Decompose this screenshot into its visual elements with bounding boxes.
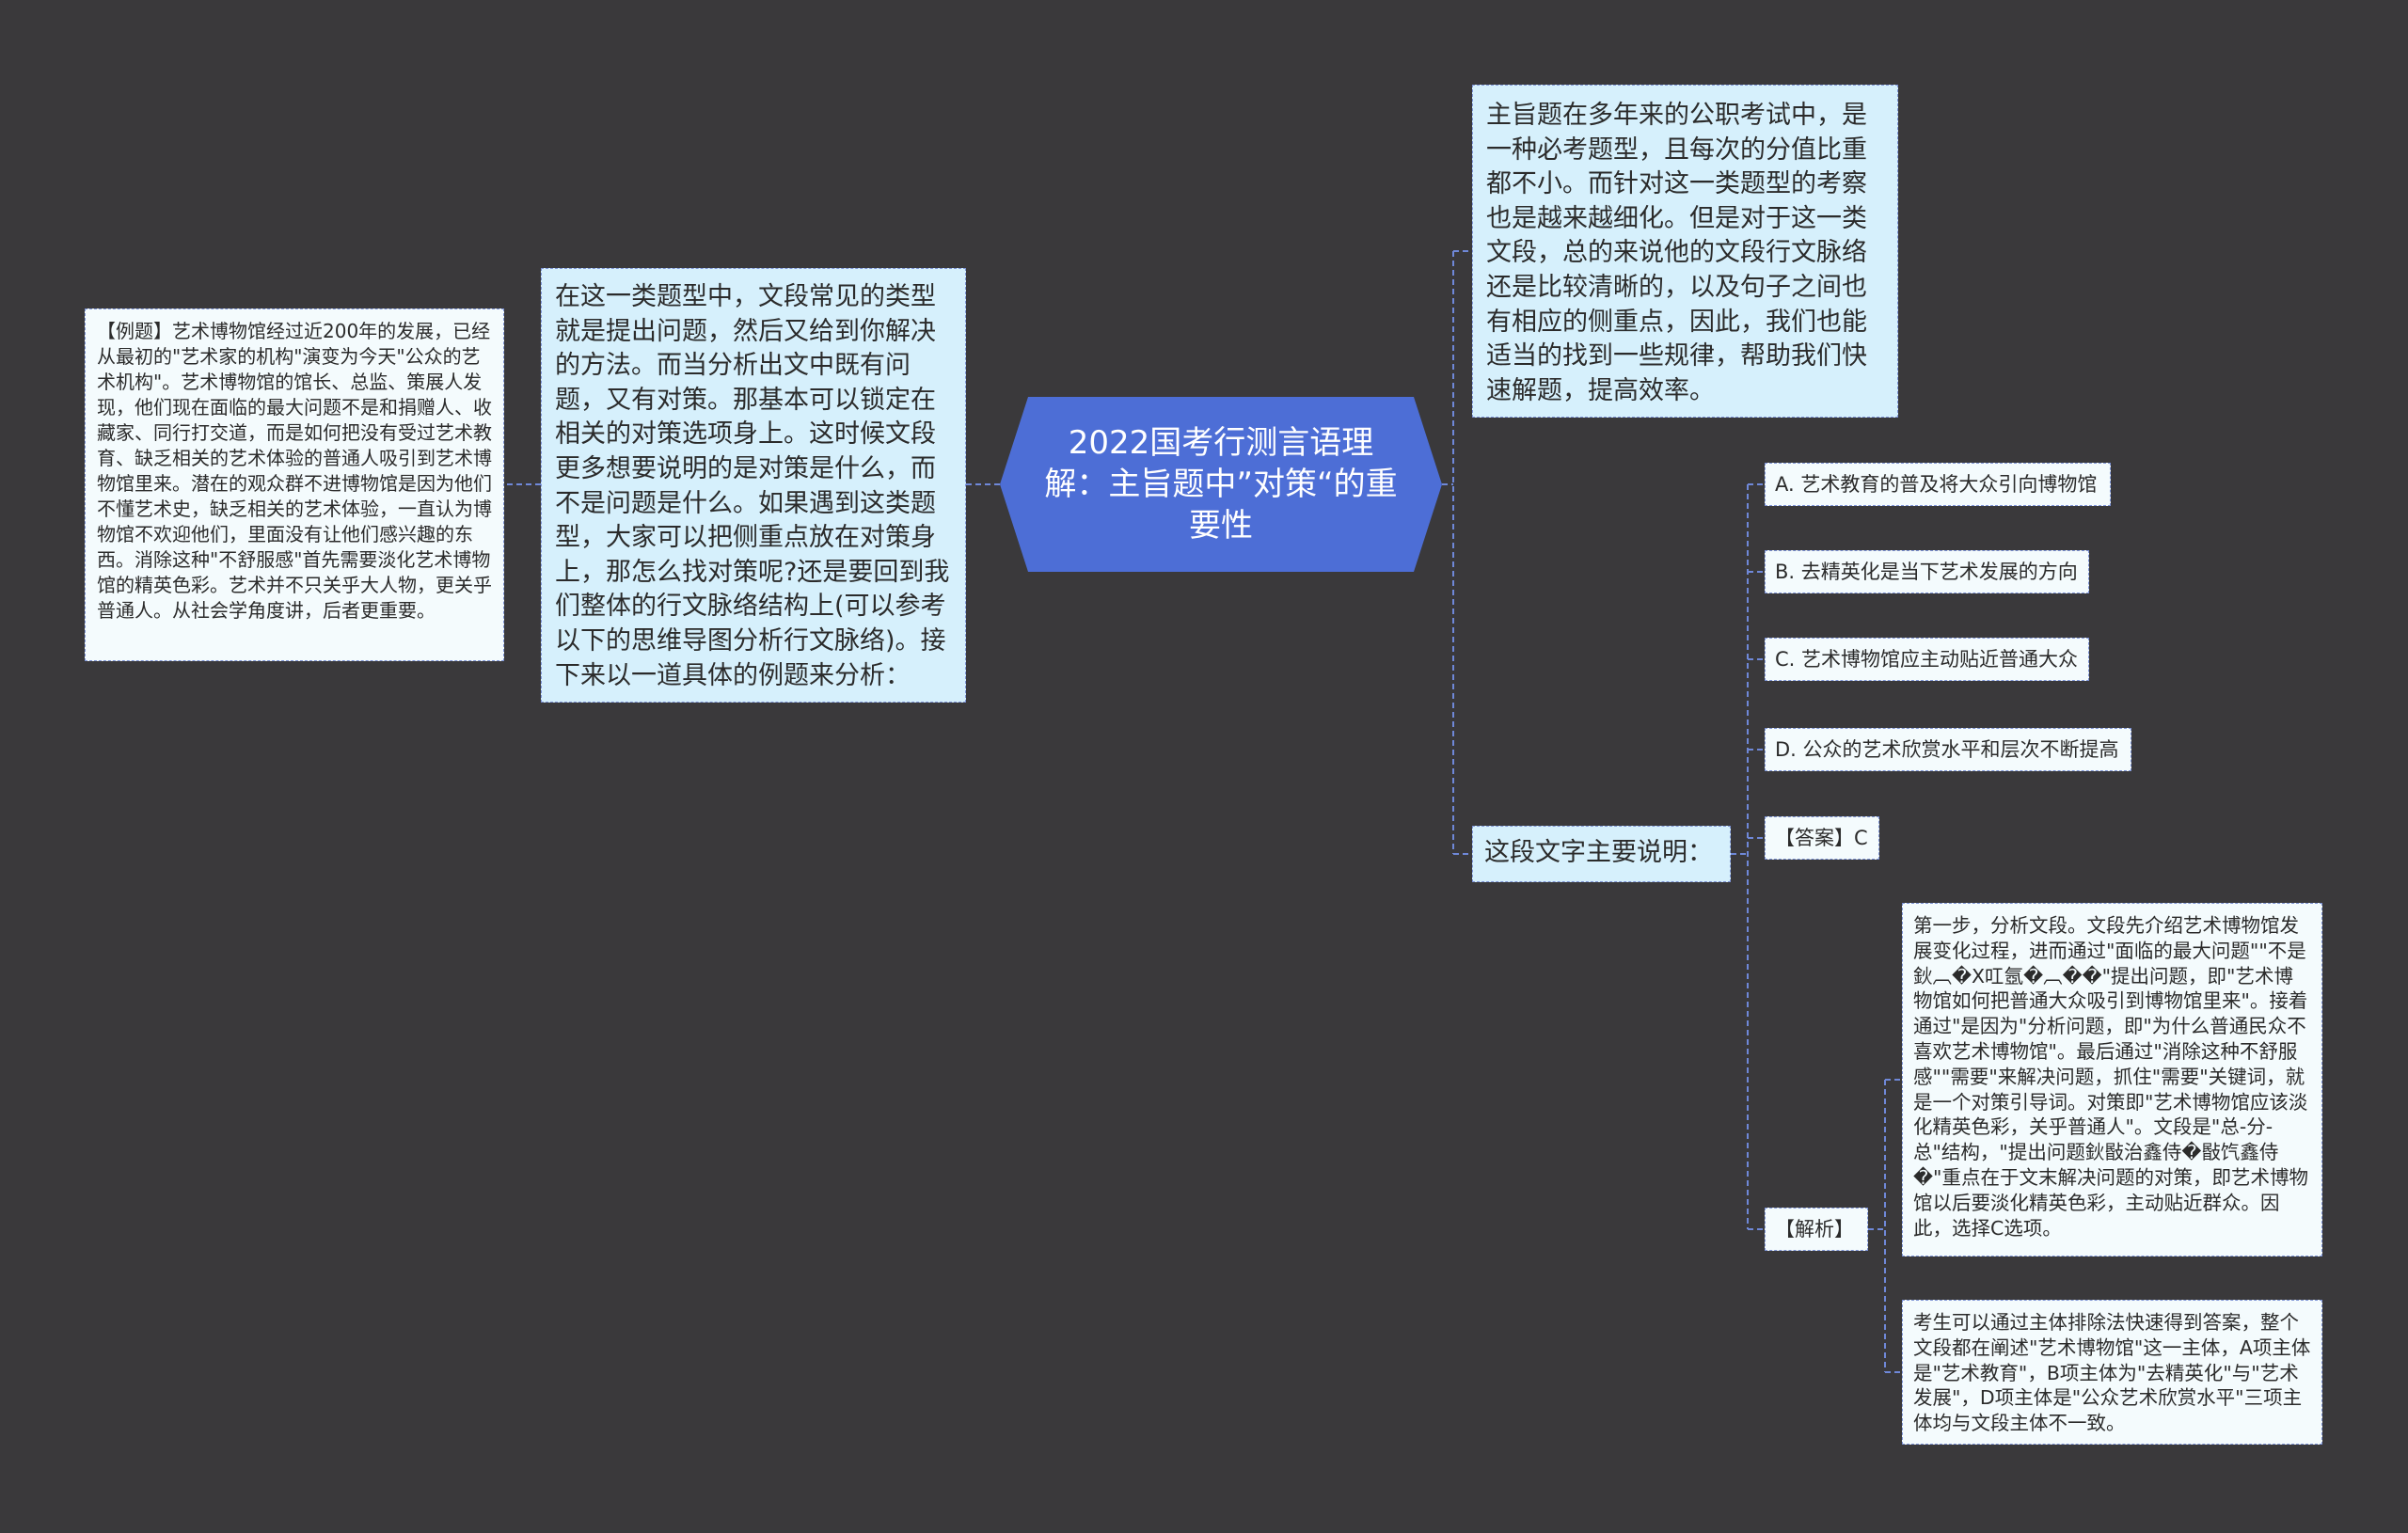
root-topic[interactable]: 2022国考行测言语理解：主旨题中”对策“的重要性 (1000, 397, 1442, 572)
node-option-b[interactable]: B. 去精英化是当下艺术发展的方向 (1765, 550, 2089, 593)
node-analysis-label[interactable]: 【解析】 (1765, 1208, 1868, 1251)
node-right-intro[interactable]: 主旨题在多年来的公职考试中，是一种必考题型，且每次的分值比重都不小。而针对这一类… (1472, 85, 1898, 418)
node-analysis-tip[interactable]: 考生可以通过主体排除法快速得到答案，整个文段都在阐述"艺术博物馆"这一主体，A项… (1902, 1300, 2322, 1445)
node-analysis-step[interactable]: 第一步，分析文段。文段先介绍艺术博物馆发展变化过程，进而通过"面临的最大问题""… (1902, 903, 2322, 1256)
node-answer[interactable]: 【答案】C (1765, 816, 1879, 860)
node-example-question[interactable]: 【例题】艺术博物馆经过近200年的发展，已经从最初的"艺术家的机构"演变为今天"… (85, 308, 504, 661)
node-option-a[interactable]: A. 艺术教育的普及将大众引向博物馆 (1765, 463, 2111, 506)
node-left-main[interactable]: 在这一类题型中，文段常见的类型就是提出问题，然后又给到你解决的方法。而当分析出文… (541, 268, 966, 703)
node-option-c[interactable]: C. 艺术博物馆应主动贴近普通大众 (1765, 638, 2089, 681)
node-option-d[interactable]: D. 公众的艺术欣赏水平和层次不断提高 (1765, 728, 2131, 771)
node-question-stem[interactable]: 这段文字主要说明： (1472, 826, 1731, 882)
